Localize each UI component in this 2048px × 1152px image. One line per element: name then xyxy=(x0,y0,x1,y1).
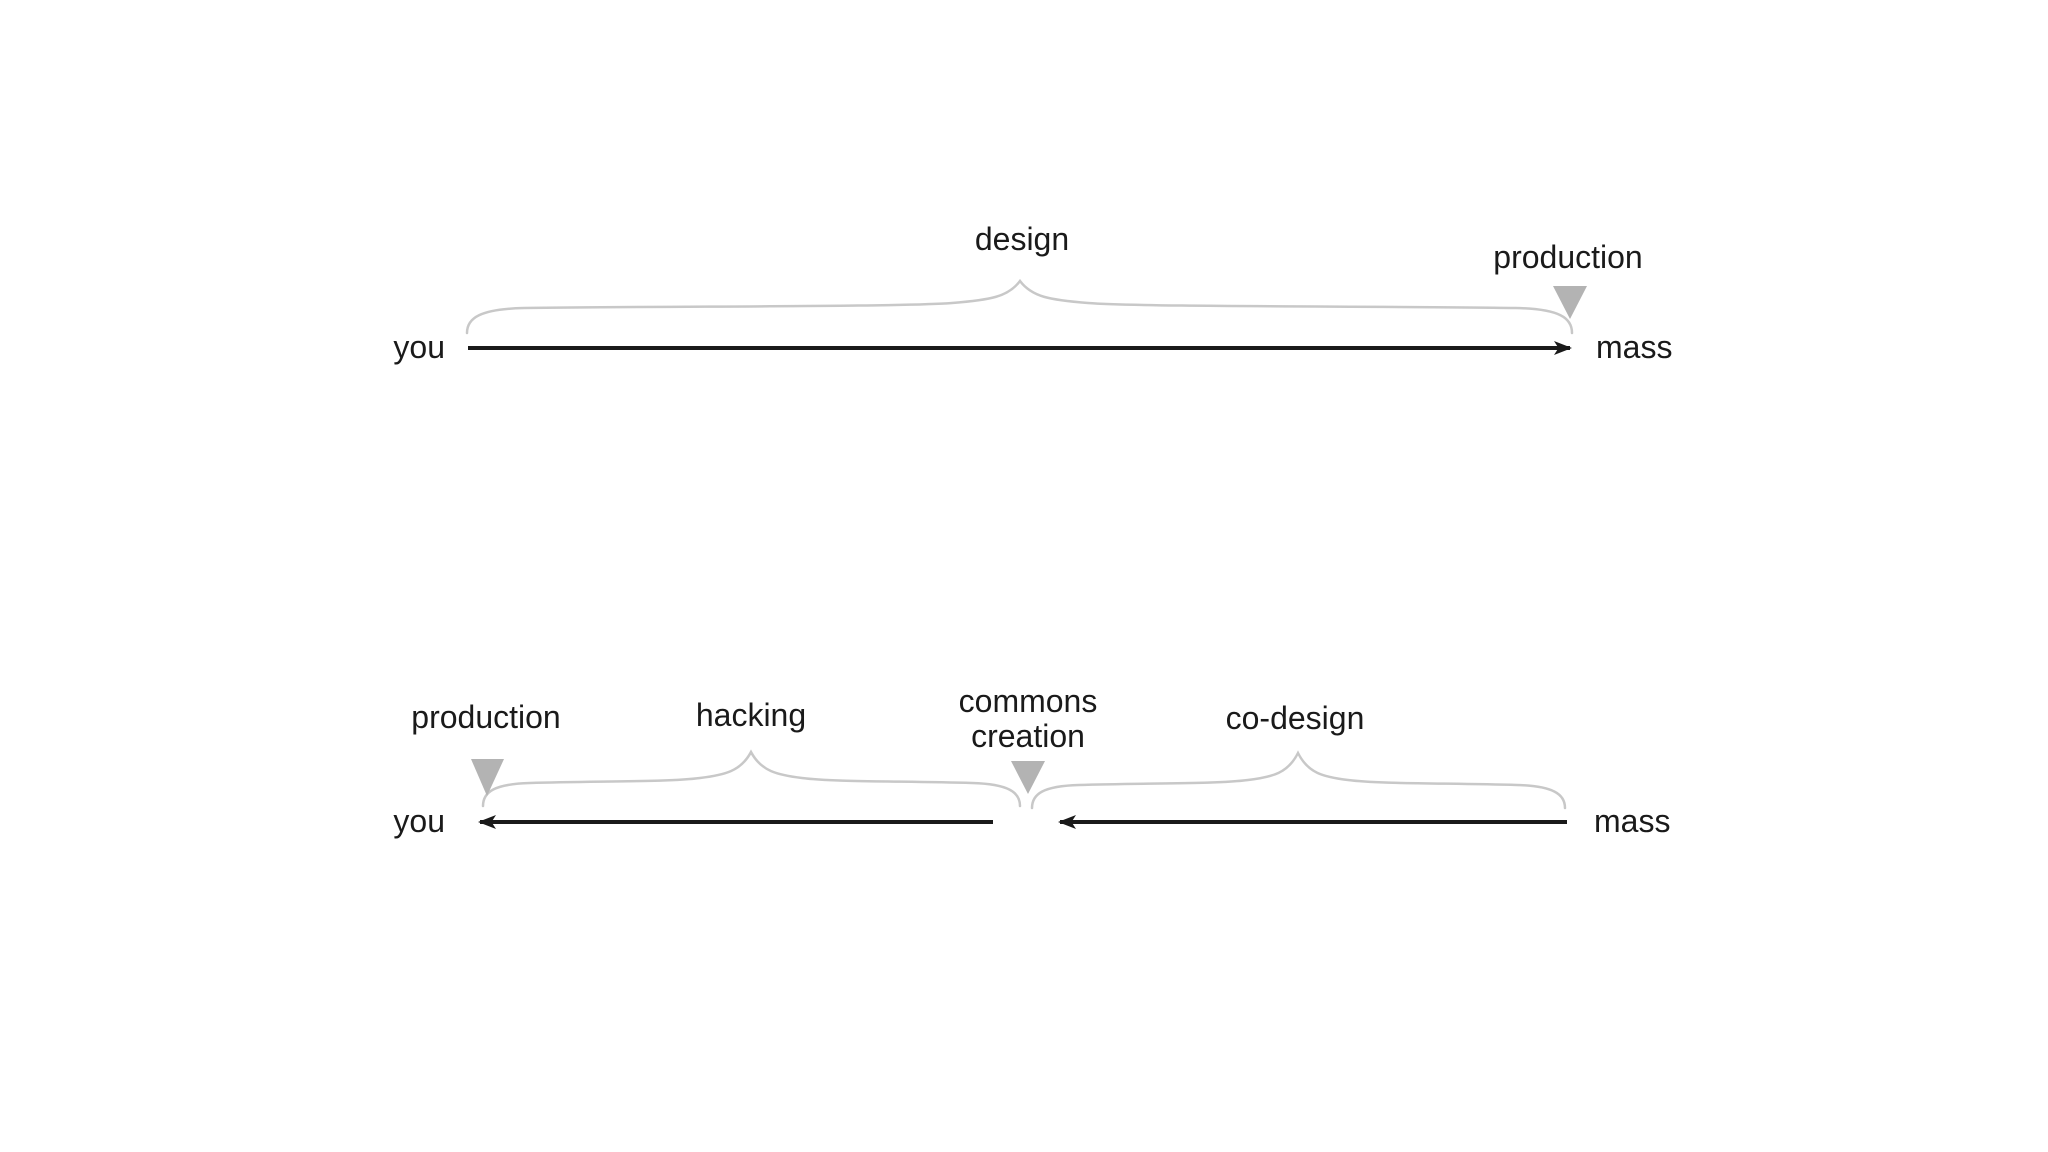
top-you-label: you xyxy=(393,329,445,365)
bottom-production-label: production xyxy=(411,699,560,735)
hacking-brace xyxy=(481,749,1022,808)
commons-creation-label-line1: commons xyxy=(959,683,1098,719)
production-marker-triangle xyxy=(1553,286,1587,319)
bottom-diagram: you mass production hacking commons crea… xyxy=(393,683,1670,839)
hacking-label: hacking xyxy=(696,697,806,733)
design-brace xyxy=(465,278,1574,335)
commons-creation-marker-triangle xyxy=(1011,761,1045,794)
design-label: design xyxy=(975,221,1069,257)
commons-creation-label-line2: creation xyxy=(971,718,1085,754)
co-design-brace xyxy=(1030,750,1567,810)
top-production-label: production xyxy=(1493,239,1642,275)
bottom-you-label: you xyxy=(393,803,445,839)
top-labels: you mass design production xyxy=(393,221,1672,365)
bottom-labels: you mass production hacking commons crea… xyxy=(393,683,1670,839)
top-mass-label: mass xyxy=(1596,329,1672,365)
co-design-label: co-design xyxy=(1226,700,1365,736)
bottom-mass-label: mass xyxy=(1594,803,1670,839)
top-diagram: you mass design production xyxy=(393,221,1672,365)
bottom-production-marker-triangle xyxy=(471,759,504,796)
